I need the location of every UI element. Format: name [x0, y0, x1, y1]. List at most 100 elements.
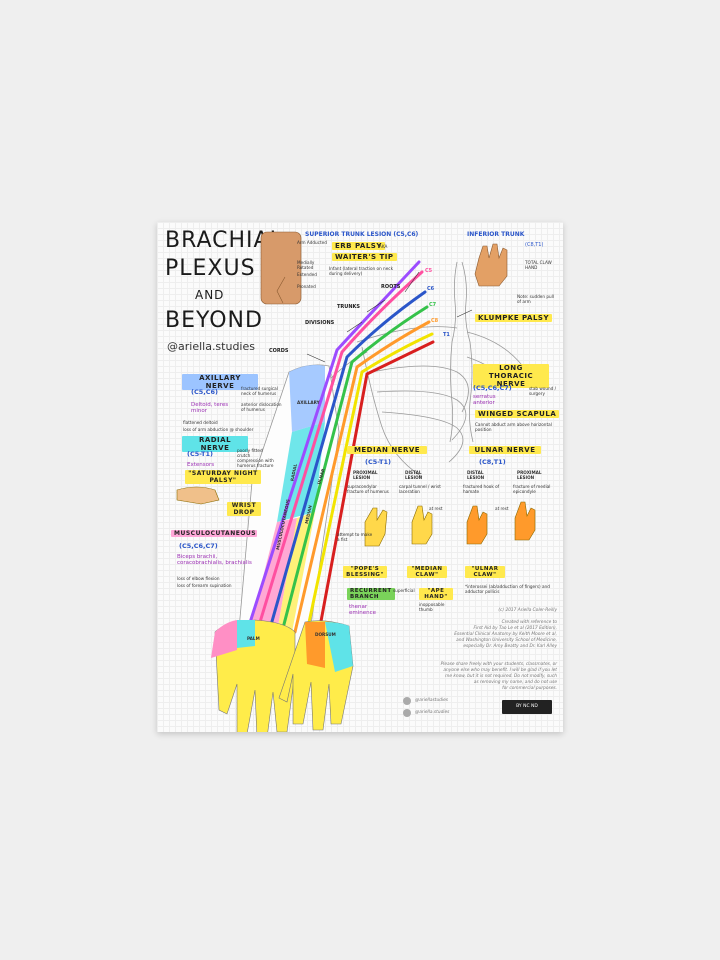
median-distal-note: carpal tunnel / wrist laceration — [399, 484, 441, 494]
ribcage-outline — [326, 261, 528, 478]
cc-license-badge: BY NC ND — [502, 700, 552, 714]
musculo-muscles: Biceps brachii, coracobrachialis, brachi… — [177, 554, 252, 566]
instagram-handle: @ariella.studies — [415, 710, 450, 715]
ulnar-at-rest: at rest — [495, 506, 509, 511]
title-line-3: AND — [195, 288, 225, 302]
klumpke-palsy-label: KLUMPKE PALSY — [475, 314, 553, 322]
axillary-note-4: loss of arm abduction @ shoulder — [183, 427, 254, 432]
hand-drawings — [176, 486, 536, 547]
c8-label: C8 — [431, 318, 439, 324]
median-attempt: attempt to make a fist — [337, 532, 373, 542]
arm-label-dorsum: DORSUM — [315, 632, 336, 637]
arm-label-axillary: AXILLARY — [297, 400, 320, 405]
superficial-label: superficial — [393, 588, 415, 593]
cords-label: CORDS — [269, 348, 289, 354]
recurrent-branch-label: RECURRENT BRANCH — [347, 588, 395, 600]
long-thoracic-cannot: Cannot abduct arm above horizontal posit… — [475, 422, 552, 432]
ulnar-distal-note: fractured hook of hamate — [463, 484, 500, 494]
trunks-label: TRUNKS — [337, 304, 360, 310]
median-proximal-note: supracondylar fracture of humerus — [347, 484, 389, 494]
radial-heading: RADIAL NERVE — [182, 436, 248, 452]
long-thoracic-muscle: serratus anterior — [473, 394, 496, 406]
thenar-label: thenar eminence — [349, 604, 377, 616]
median-roots: (C5-T1) — [365, 458, 391, 466]
palm-hand — [211, 619, 296, 732]
popes-blessing-label: "POPE'S BLESSING" — [343, 566, 387, 578]
median-claw-label: "MEDIAN CLAW" — [407, 566, 447, 578]
divisions-label: DIVISIONS — [305, 320, 335, 326]
median-proximal: PROXIMAL LESION — [353, 470, 378, 480]
share-line-3: me know, but it is not required. Do not … — [445, 674, 557, 679]
median-at-rest: at rest — [429, 506, 443, 511]
aka-label: AKA — [379, 244, 388, 249]
long-thoracic-roots: (C5,C6,C7) — [473, 384, 512, 392]
long-thoracic-heading: LONG THORACIC NERVE — [473, 364, 549, 388]
dorsum-hand — [278, 620, 354, 731]
musculo-note-1: loss of elbow flexion — [177, 576, 220, 581]
waiters-tip-label: WAITER'S TIP — [332, 253, 397, 261]
radial-note-2: compression with humerus fracture — [237, 458, 274, 468]
erb-note-1: Arm Adducted — [297, 240, 327, 245]
share-line-5: for commercial purposes. — [502, 686, 557, 691]
credits-line-2: First Aid by Tao Le et al (2017 Edition)… — [473, 626, 557, 631]
ulnar-claw-label: "ULNAR CLAW" — [465, 566, 505, 578]
axillary-muscles: Deltoid, teres minor — [191, 402, 229, 414]
arm-label-palm: PALM — [247, 636, 260, 641]
wrist-drop-label: WRIST DROP — [227, 502, 261, 516]
radial-muscles: Extensors — [187, 462, 215, 468]
musculo-heading: MUSCULOCUTANEOUS — [171, 530, 257, 537]
superior-trunk-heading: SUPERIOR TRUNK LESION (C5,C6) — [305, 231, 419, 238]
credits-line-3: Essential Clinical Anatomy by Keith Moor… — [454, 632, 557, 637]
t1-label: T1 — [443, 332, 450, 338]
median-distal: DISTAL LESION — [405, 470, 423, 480]
inferior-trunk-heading: INFERIOR TRUNK — [467, 231, 525, 238]
twitter-icon — [403, 697, 411, 705]
erb-arm-drawing — [260, 231, 302, 305]
saturday-night-label: "SATURDAY NIGHT PALSY" — [185, 470, 261, 484]
axillary-roots: (C5,C6) — [191, 388, 218, 396]
credits-line-1: Created with reference to — [501, 620, 557, 625]
winged-scapula-label: WINGED SCAPULA — [475, 410, 560, 418]
klumpke-hand-drawing — [474, 243, 508, 287]
handle: @ariella.studies — [167, 340, 255, 353]
poster: BRACHIAL PLEXUS AND BEYOND @ariella.stud… — [157, 222, 563, 732]
axillary-heading: AXILLARY NERVE — [182, 374, 258, 390]
klumpke-cause: Note: sudden pull of arm — [517, 294, 555, 304]
title-line-2: PLEXUS — [165, 256, 256, 281]
ape-hand-label: "APE HAND" — [419, 588, 453, 600]
credits-line-4: and Washington University School of Medi… — [456, 638, 557, 643]
erb-palsy-label: ERB PALSY — [332, 242, 385, 250]
ulnar-proximal: PROXIMAL LESION — [517, 470, 542, 480]
roots-label: ROOTS — [381, 284, 401, 290]
musculo-note-2: loss of forearm supination — [177, 583, 232, 588]
erb-note-3: Extended — [297, 272, 317, 277]
nerve-bundles — [245, 260, 435, 634]
ulnar-distal: DISTAL LESION — [467, 470, 485, 480]
c7-label: C7 — [429, 302, 437, 308]
ulnar-proximal-note: fracture of medial epicondyle — [513, 484, 551, 494]
ulnar-note: *interossei (ab/adduction of fingers) an… — [465, 584, 550, 594]
share-line-2: anyone else who may benefit. I will be g… — [443, 668, 557, 673]
axillary-note-1: fractured surgical neck of humerus — [241, 386, 278, 396]
title-line-4: BEYOND — [165, 308, 263, 333]
cc-license-text: BY NC ND — [516, 704, 538, 709]
axillary-note-2: anterior dislocation of humerus — [241, 402, 282, 412]
credits-line-5: especially Dr. Amy Beatty and Dr. Karl A… — [463, 644, 557, 649]
erb-infant-note: Infant (lateral traction on neck during … — [329, 266, 394, 276]
inferior-trunk-roots: (C8,T1) — [525, 242, 544, 248]
erb-note-4: Pronated — [297, 284, 316, 289]
share-line-4: as removing my name, and do not use — [473, 680, 557, 685]
twitter-handle: @ariellastudies — [415, 698, 449, 703]
label-arrows — [306, 271, 473, 363]
instagram-icon — [403, 709, 411, 717]
ulnar-heading: ULNAR NERVE — [469, 446, 541, 454]
erb-note-2: Medially Rotated — [297, 260, 315, 270]
c6-label: C6 — [427, 286, 435, 292]
share-line-1: Please share freely with your students, … — [440, 662, 557, 667]
long-thoracic-note: stab wound / surgery — [529, 386, 557, 396]
radial-roots: (C5-T1) — [187, 450, 213, 458]
axillary-note-3: flattened deltoid — [183, 420, 218, 425]
median-heading: MEDIAN NERVE — [347, 446, 427, 454]
ape-note: inopposable thumb — [419, 602, 445, 612]
total-claw-label: TOTAL CLAW HAND — [525, 260, 552, 270]
